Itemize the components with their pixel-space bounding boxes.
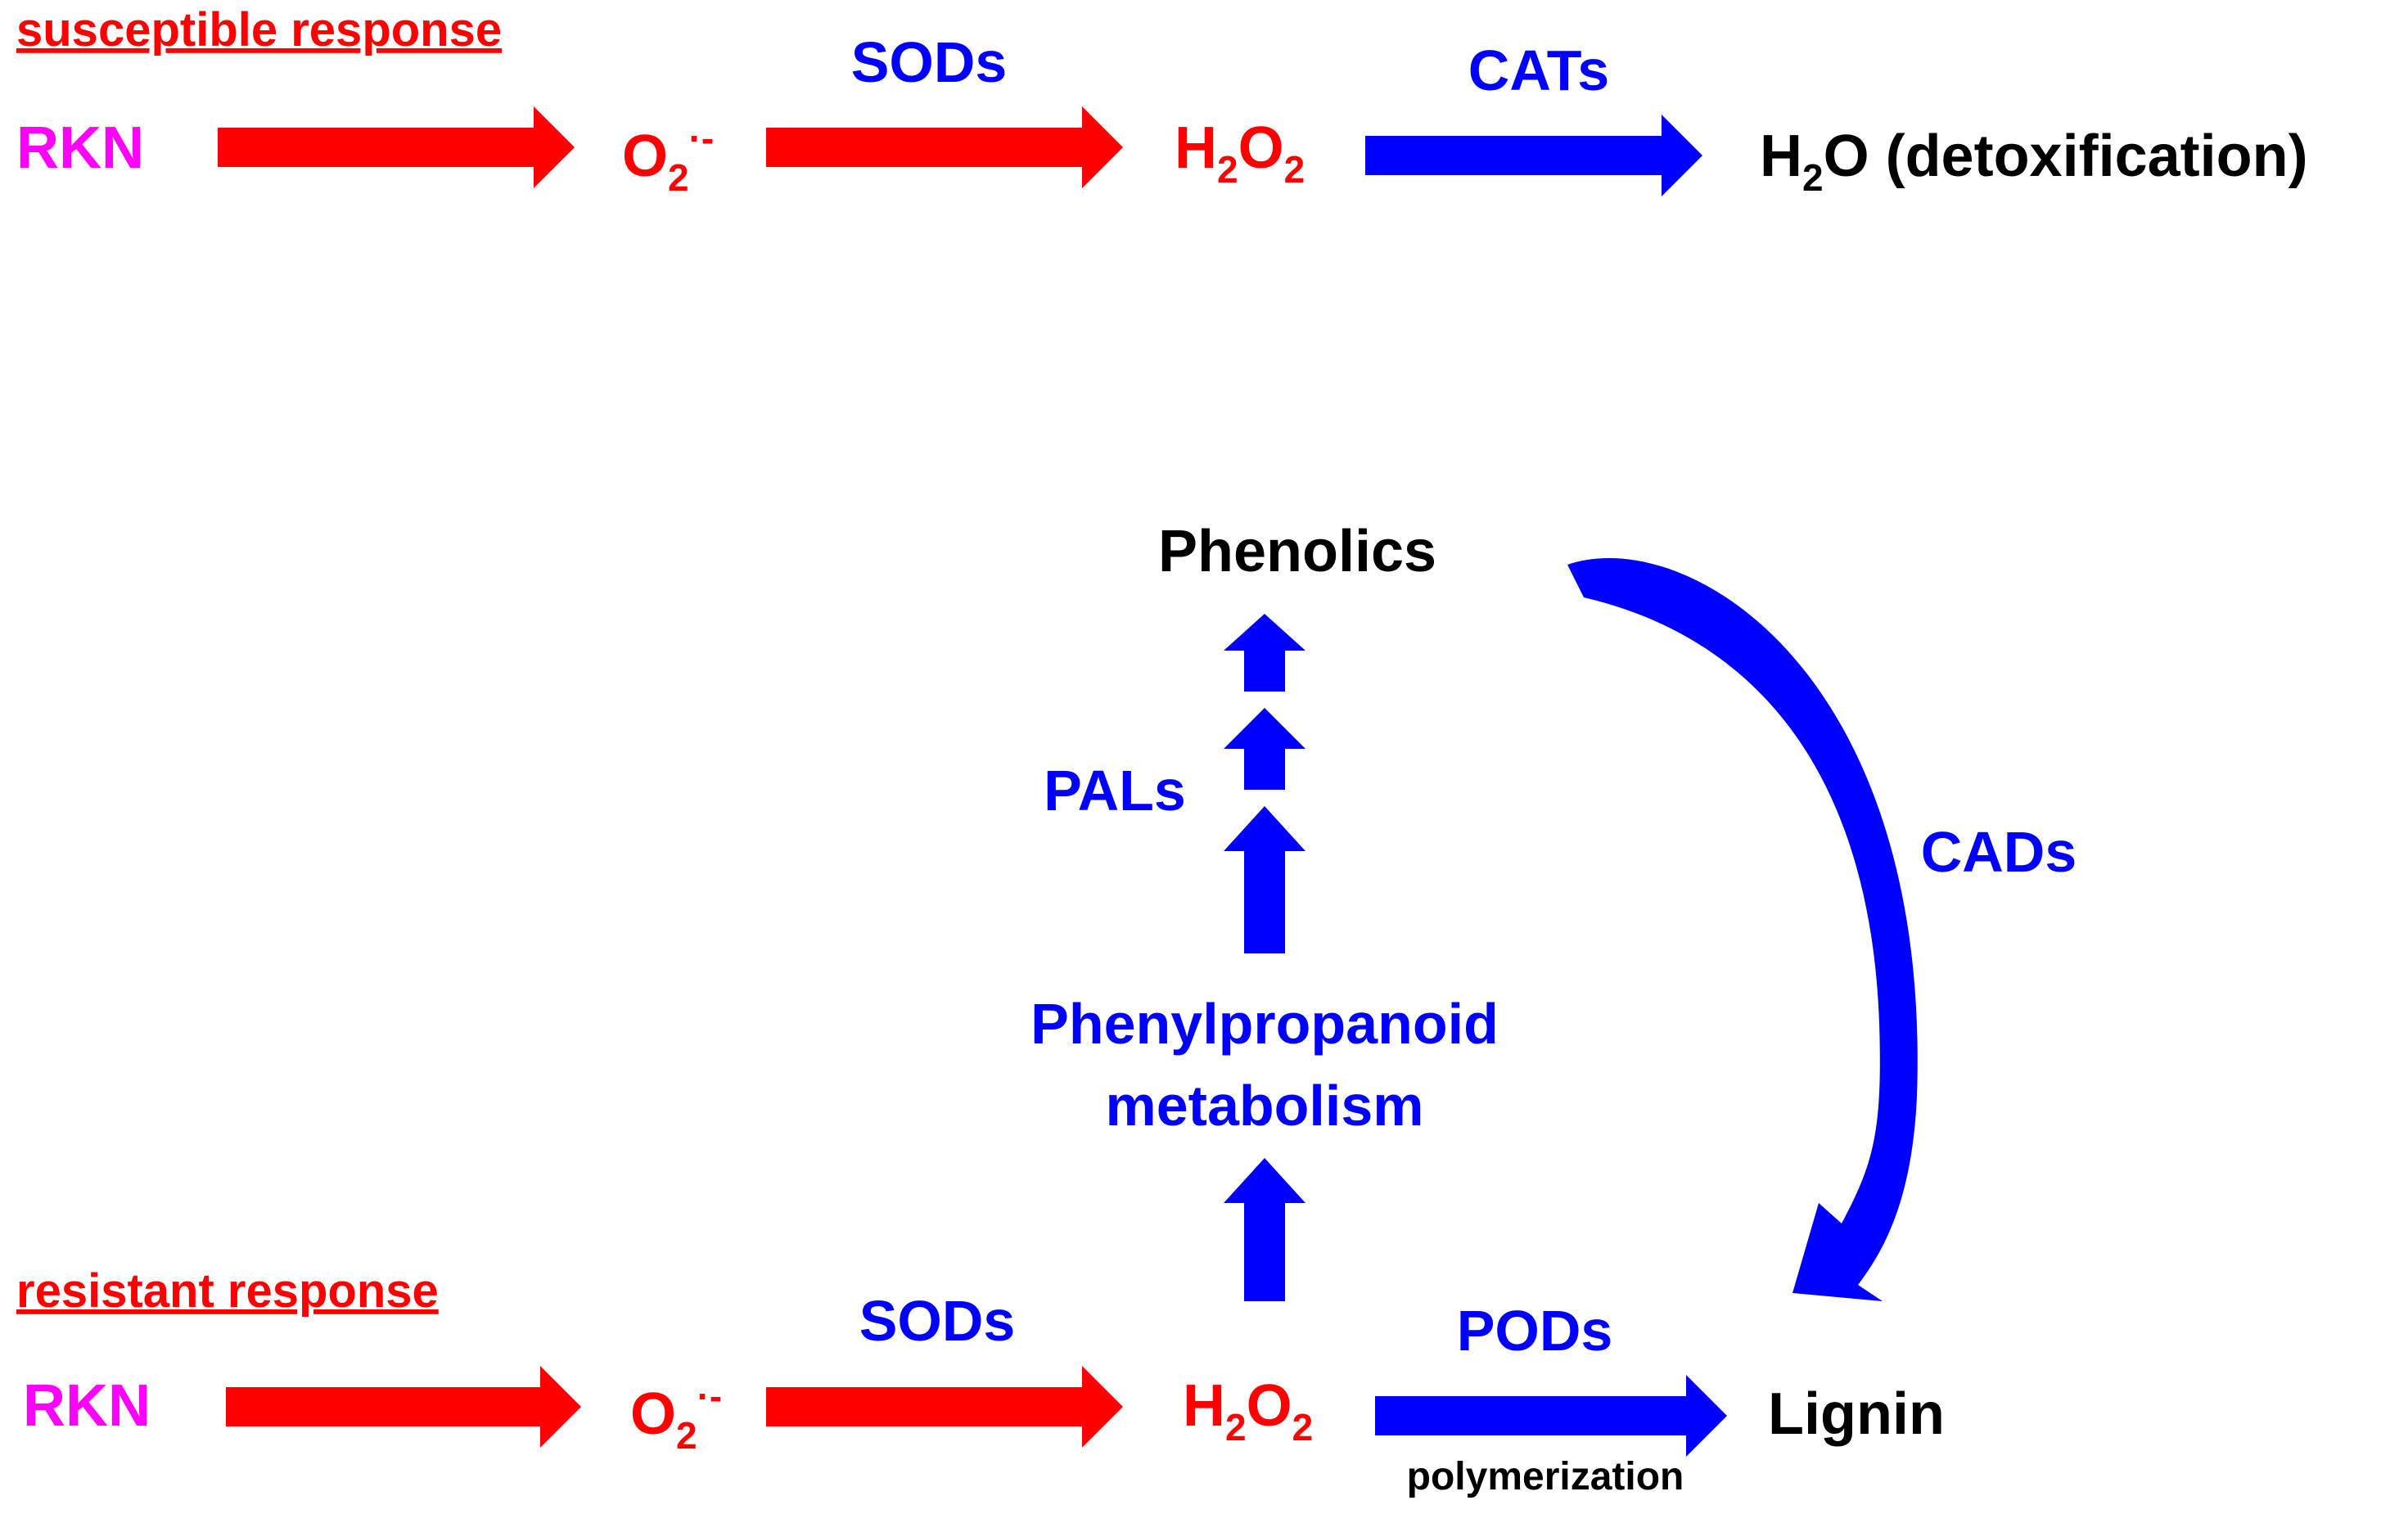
cads-enzyme-label: CADs bbox=[1921, 820, 2077, 884]
arrow-peroxide-to-phenylpropanoid bbox=[1224, 1158, 1305, 1301]
susceptible-peroxide: H2O2 bbox=[1175, 115, 1305, 191]
curved-arrow-phenolics-to-lignin bbox=[1567, 557, 1918, 1301]
arrow-phenylpropanoid-up-small bbox=[1224, 614, 1305, 692]
resistant-arrow-superoxide-to-peroxide bbox=[766, 1366, 1123, 1448]
pals-enzyme-label: PALs bbox=[1044, 759, 1186, 822]
susceptible-arrow-peroxide-to-water bbox=[1365, 115, 1702, 196]
resistant-enzyme-pods: PODs bbox=[1457, 1299, 1613, 1363]
susceptible-superoxide: O2·- bbox=[622, 117, 714, 199]
resistant-enzyme-sods: SODs bbox=[859, 1289, 1016, 1353]
phenylpropanoid-label-line-2: metabolism bbox=[1106, 1074, 1424, 1138]
resistant-superoxide: O2·- bbox=[630, 1375, 722, 1457]
susceptible-enzyme-sods: SODs bbox=[851, 30, 1008, 94]
lignin-product: Lignin bbox=[1768, 1381, 1945, 1447]
resistant-arrow-peroxide-to-lignin bbox=[1375, 1375, 1727, 1457]
susceptible-arrow-rkn-to-superoxide bbox=[218, 106, 575, 188]
resistant-arrow-rkn-to-superoxide bbox=[226, 1366, 581, 1448]
susceptible-rkn-label: RKN bbox=[16, 115, 144, 181]
susceptible-water-product: H2O (detoxification) bbox=[1760, 124, 2308, 199]
susceptible-heading: susceptible response bbox=[16, 3, 502, 56]
susceptible-enzyme-cats: CATs bbox=[1468, 38, 1609, 102]
phenylpropanoid-label-line-1: Phenylpropanoid bbox=[1030, 992, 1499, 1056]
phenolics-product: Phenolics bbox=[1158, 519, 1436, 584]
resistant-rkn-label: RKN bbox=[23, 1373, 151, 1439]
arrow-phenylpropanoid-up-large bbox=[1224, 806, 1305, 953]
susceptible-arrow-superoxide-to-peroxide bbox=[766, 106, 1123, 188]
resistant-peroxide: H2O2 bbox=[1183, 1373, 1313, 1449]
polymerization-label: polymerization bbox=[1407, 1455, 1684, 1498]
arrow-phenylpropanoid-up-medium bbox=[1224, 708, 1305, 790]
resistant-heading: resistant response bbox=[16, 1264, 439, 1318]
